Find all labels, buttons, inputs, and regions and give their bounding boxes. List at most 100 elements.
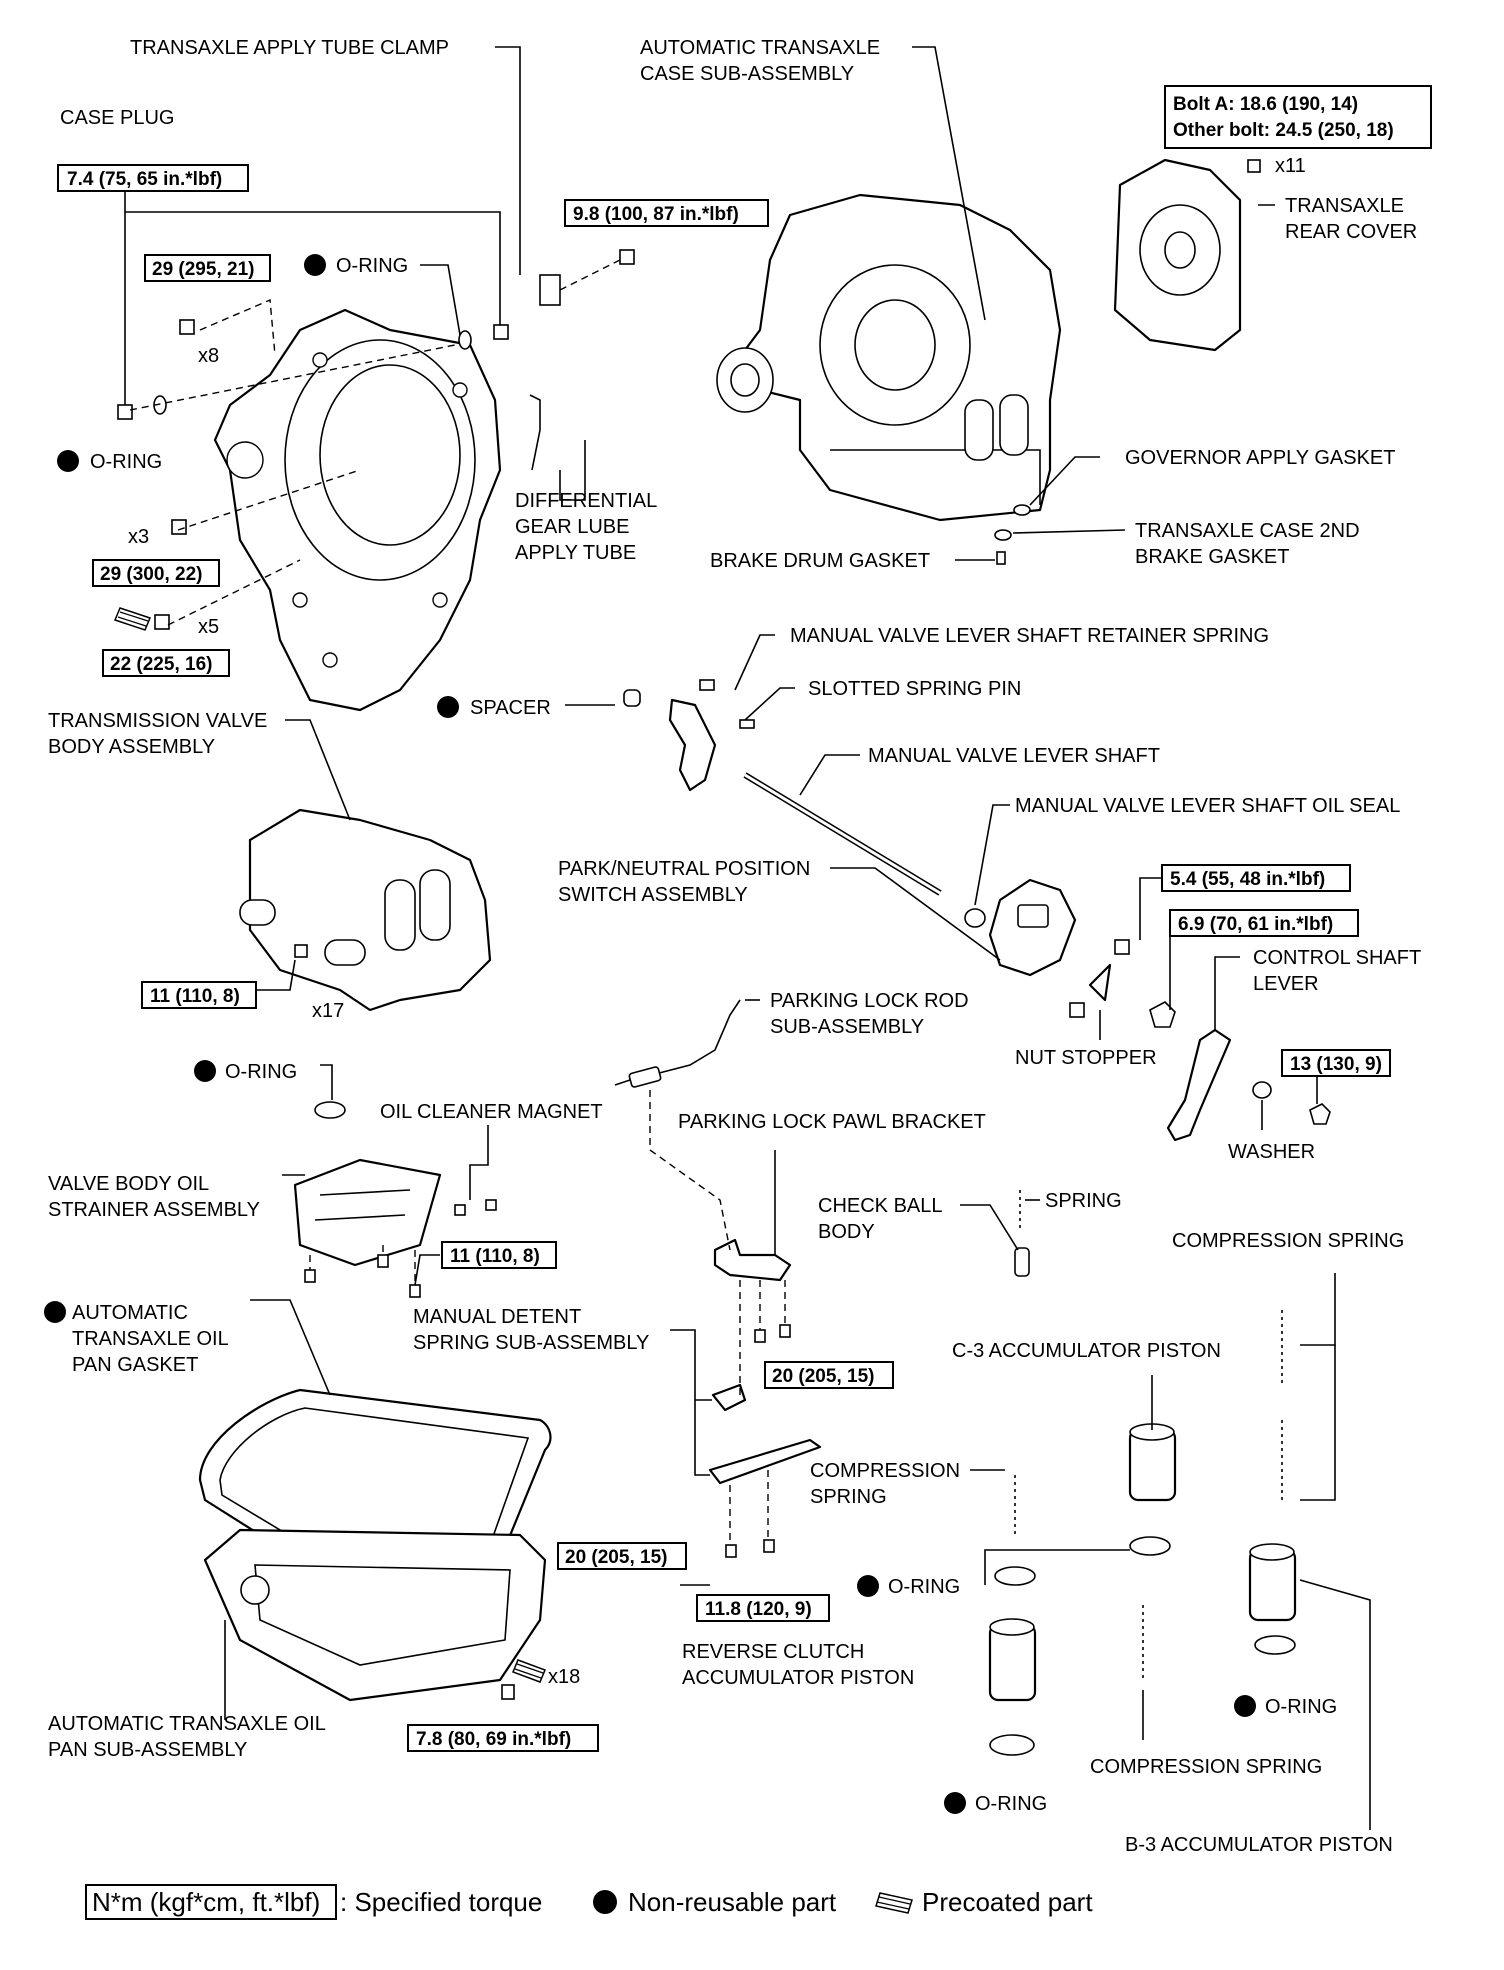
label-strainer-1: VALVE BODY OIL xyxy=(48,1173,209,1195)
label-oil-pan-gasket-3: PAN GASKET xyxy=(72,1354,198,1376)
label-slotted-spring-pin: SLOTTED SPRING PIN xyxy=(808,678,1021,700)
label-pawl-bracket: PARKING LOCK PAWL BRACKET xyxy=(678,1111,986,1133)
label-o-ring-left: O-RING xyxy=(90,451,162,473)
legend-torque-desc: : Specified torque xyxy=(340,1887,542,1917)
label-brake-drum-gasket: BRAKE DRUM GASKET xyxy=(710,550,930,572)
non-reusable-icon xyxy=(437,696,459,718)
qty-x17: x17 xyxy=(312,1000,344,1022)
legend-precoated: Precoated part xyxy=(922,1887,1093,1917)
torque-box-switch-bolt: 5.4 (55, 48 in.*lbf) xyxy=(1161,864,1351,892)
label-case-plug: CASE PLUG xyxy=(60,107,174,129)
label-compression-spring-bottom: COMPRESSION SPRING xyxy=(1090,1756,1322,1778)
manual-detent-spring xyxy=(708,1383,822,1485)
non-reusable-icon xyxy=(857,1575,879,1597)
label-transaxle-case-1: AUTOMATIC TRANSAXLE xyxy=(640,37,880,59)
park-neutral-switch xyxy=(988,878,1077,977)
label-transaxle-case-2: CASE SUB-ASSEMBLY xyxy=(640,63,854,85)
converter-housing xyxy=(213,308,502,712)
oil-strainer xyxy=(293,1158,442,1267)
manual-valve-lever xyxy=(668,698,717,792)
label-pn-switch-1: PARK/NEUTRAL POSITION xyxy=(558,858,810,880)
svg-text:5.4 (55, 48 in.*lbf): 5.4 (55, 48 in.*lbf) xyxy=(1170,869,1325,890)
torque-box-bolt-x3: 29 (300, 22) xyxy=(92,559,220,587)
control-shaft-lever xyxy=(1166,1028,1232,1142)
label-transaxle-apply-tube-clamp: TRANSAXLE APPLY TUBE CLAMP xyxy=(130,37,449,59)
label-spring: SPRING xyxy=(1045,1190,1122,1212)
transaxle-rear-cover xyxy=(1113,158,1242,352)
torque-box-strainer: 11 (110, 8) xyxy=(441,1241,557,1269)
svg-text:6.9 (70, 61 in.*lbf): 6.9 (70, 61 in.*lbf) xyxy=(1178,914,1333,935)
svg-text:Other bolt: 24.5 (250, 18): Other bolt: 24.5 (250, 18) xyxy=(1173,120,1394,141)
svg-text:20 (205, 15): 20 (205, 15) xyxy=(772,1366,874,1387)
leader-lines xyxy=(124,46,1371,1830)
torque-box-rear-cover: Bolt A: 18.6 (190, 14) Other bolt: 24.5 … xyxy=(1164,85,1432,149)
label-o-ring-strainer: O-RING xyxy=(225,1061,297,1083)
non-reusable-icon xyxy=(944,1792,966,1814)
reverse-clutch-accumulator-piston xyxy=(988,1618,1037,1702)
label-parking-lock-rod-2: SUB-ASSEMBLY xyxy=(770,1016,924,1038)
torque-box-case-plug: 7.4 (75, 65 in.*lbf) xyxy=(57,164,249,192)
label-b3-accumulator-piston: B-3 ACCUMULATOR PISTON xyxy=(1125,1834,1393,1856)
nut-stopper xyxy=(1088,963,1112,1002)
svg-text:22 (225, 16): 22 (225, 16) xyxy=(110,654,212,675)
non-reusable-icon xyxy=(1234,1695,1256,1717)
b3-accumulator-piston xyxy=(1248,1543,1297,1622)
check-ball-body xyxy=(1014,1247,1030,1277)
svg-text:29 (295, 21): 29 (295, 21) xyxy=(152,259,254,280)
non-reusable-icon xyxy=(44,1301,66,1323)
qty-x3: x3 xyxy=(128,526,149,548)
label-rear-cover-1: TRANSAXLE xyxy=(1285,195,1404,217)
label-valve-body-1: TRANSMISSION VALVE xyxy=(48,710,267,732)
non-reusable-icon xyxy=(304,254,326,276)
legend: N*m (kgf*cm, ft.*lbf) : Specified torque… xyxy=(85,1884,1093,1920)
svg-text:29 (300, 22): 29 (300, 22) xyxy=(100,564,202,585)
label-nut-stopper: NUT STOPPER xyxy=(1015,1047,1157,1069)
label-compression-spring-mid-1: COMPRESSION xyxy=(810,1460,960,1482)
label-control-shaft-lever-2: LEVER xyxy=(1253,973,1319,995)
svg-text:7.8 (80, 69 in.*lbf): 7.8 (80, 69 in.*lbf) xyxy=(416,1729,571,1750)
bolts xyxy=(117,159,1331,1700)
label-valve-body-2: BODY ASSEMBLY xyxy=(48,736,215,758)
label-o-ring-b3: O-RING xyxy=(1265,1696,1337,1718)
torque-box-control-nut: 13 (130, 9) xyxy=(1281,1049,1391,1077)
label-oil-pan-1: AUTOMATIC TRANSAXLE OIL xyxy=(48,1713,326,1735)
c3-accumulator-piston xyxy=(1128,1423,1177,1502)
legend-non-reusable: Non-reusable part xyxy=(628,1887,837,1917)
qty-x8: x8 xyxy=(198,345,219,367)
torque-box-tube-clamp: 9.8 (100, 87 in.*lbf) xyxy=(564,199,769,227)
parking-lock-pawl-bracket xyxy=(713,1238,792,1282)
non-reusable-icon xyxy=(593,1890,617,1914)
qty-x5: x5 xyxy=(198,616,219,638)
label-compression-spring-top: COMPRESSION SPRING xyxy=(1172,1230,1404,1252)
label-oil-pan-2: PAN SUB-ASSEMBLY xyxy=(48,1739,247,1761)
label-governor-apply-gasket: GOVERNOR APPLY GASKET xyxy=(1125,447,1395,469)
compression-springs xyxy=(1014,1190,1283,1680)
label-check-ball-body-1: CHECK BALL xyxy=(818,1195,943,1217)
label-rear-cover-2: REAR COVER xyxy=(1285,221,1417,243)
qty-x18: x18 xyxy=(548,1666,580,1688)
label-case-2nd-brake-gasket-2: BRAKE GASKET xyxy=(1135,546,1290,568)
legend-torque-unit: N*m (kgf*cm, ft.*lbf) xyxy=(92,1887,320,1917)
label-strainer-2: STRAINER ASSEMBLY xyxy=(48,1199,260,1221)
label-compression-spring-mid-2: SPRING xyxy=(810,1486,887,1508)
label-manual-detent-2: SPRING SUB-ASSEMBLY xyxy=(413,1332,649,1354)
torque-box-switch-nut: 6.9 (70, 61 in.*lbf) xyxy=(1169,909,1359,937)
o-rings xyxy=(153,330,1296,1756)
label-reverse-clutch-2: ACCUMULATOR PISTON xyxy=(682,1667,914,1689)
label-differential-3: APPLY TUBE xyxy=(515,542,636,564)
label-reverse-clutch-1: REVERSE CLUTCH xyxy=(682,1641,864,1663)
svg-text:13 (130, 9): 13 (130, 9) xyxy=(1290,1054,1382,1075)
label-o-ring-top: O-RING xyxy=(336,255,408,277)
non-reusable-icon xyxy=(194,1060,216,1082)
torque-box-valve-body: 11 (110, 8) xyxy=(141,981,257,1009)
svg-text:20 (205, 15): 20 (205, 15) xyxy=(565,1547,667,1568)
label-differential-2: GEAR LUBE xyxy=(515,516,629,538)
label-manual-valve-lever-shaft: MANUAL VALVE LEVER SHAFT xyxy=(868,745,1160,767)
precoated-icon xyxy=(875,1892,913,1914)
svg-text:7.4 (75, 65 in.*lbf): 7.4 (75, 65 in.*lbf) xyxy=(67,169,222,190)
svg-text:9.8 (100, 87 in.*lbf): 9.8 (100, 87 in.*lbf) xyxy=(573,204,739,225)
qty-x11: x11 xyxy=(1275,155,1306,177)
label-c3-accumulator-piston: C-3 ACCUMULATOR PISTON xyxy=(952,1340,1221,1362)
torque-box-pawl-bracket: 20 (205, 15) xyxy=(764,1361,894,1389)
